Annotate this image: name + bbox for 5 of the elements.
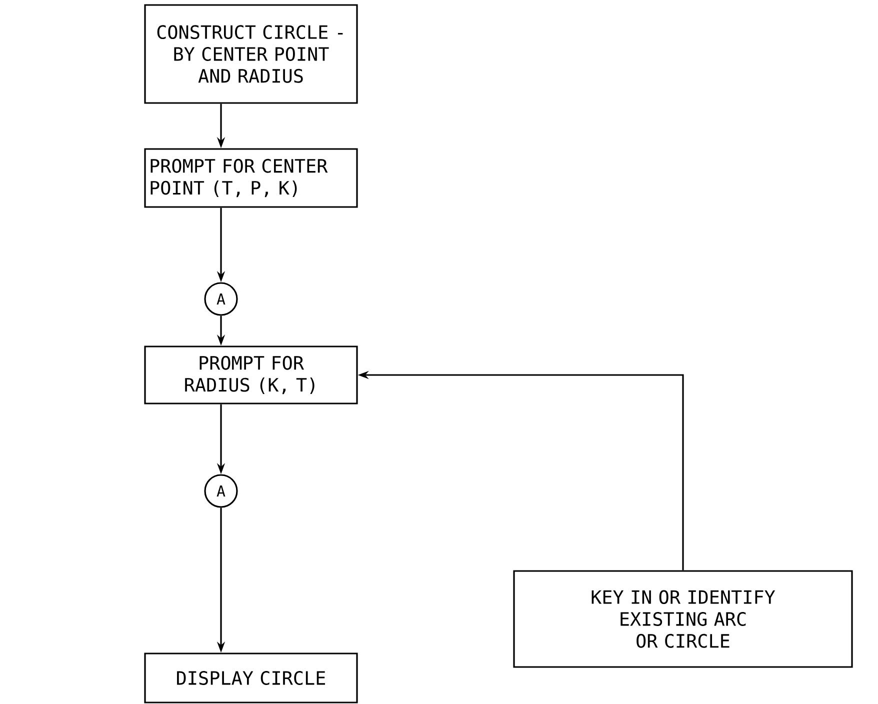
process-box: PROMPT FOR RADIUS (K, T) bbox=[144, 346, 358, 404]
process-box: KEY IN OR IDENTIFY EXISTING ARC OR CIRCLE bbox=[513, 570, 853, 668]
process-box: PROMPT FOR CENTER POINT (T, P, K) bbox=[144, 148, 358, 208]
process-box: DISPLAY CIRCLE bbox=[144, 652, 358, 704]
process-box: CONSTRUCT CIRCLE - BY CENTER POINT AND RADIUS bbox=[144, 4, 358, 104]
